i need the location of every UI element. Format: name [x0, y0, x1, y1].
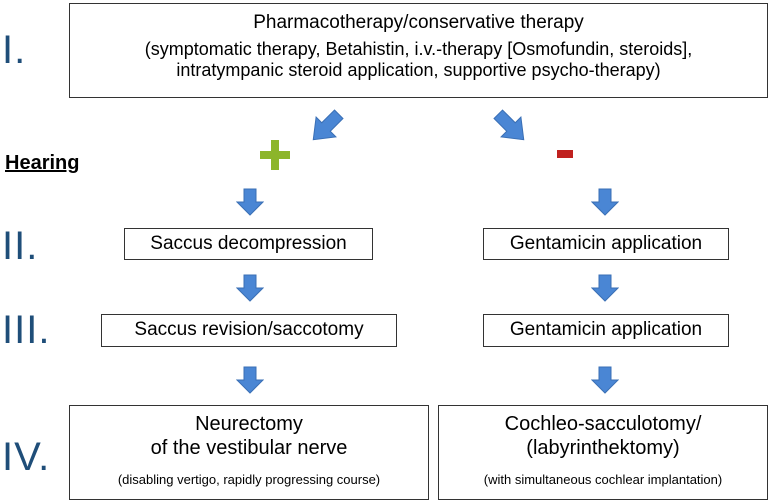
saccus-revision-box: Saccus revision/saccotomy [101, 314, 397, 347]
level-2-numeral: II. [2, 224, 39, 268]
pharmacotherapy-box: Pharmacotherapy/conservative therapy (sy… [69, 3, 768, 98]
down-arrow-right-2-icon [591, 274, 619, 302]
cochleo-sacculotomy-subtitle: (labyrinthektomy) [526, 437, 680, 459]
pharmacotherapy-title: Pharmacotherapy/conservative therapy [253, 12, 584, 33]
neurectomy-box: Neurectomy of the vestibular nerve (disa… [69, 405, 429, 500]
pharmacotherapy-detail-2: intratympanic steroid application, suppo… [176, 60, 661, 81]
cochleo-sacculotomy-note: (with simultaneous cochlear implantation… [483, 472, 723, 487]
level-1-numeral: I. [2, 28, 27, 72]
neurectomy-title: Neurectomy [195, 413, 303, 435]
down-arrow-left-1-icon [236, 188, 264, 216]
gentamicin-application-label-2: Gentamicin application [509, 233, 703, 254]
neurectomy-subtitle: of the vestibular nerve [150, 437, 348, 459]
neurectomy-note: (disabling vertigo, rapidly progressing … [117, 472, 381, 487]
down-arrow-right-3-icon [591, 366, 619, 394]
down-arrow-left-3-icon [236, 366, 264, 394]
pharmacotherapy-detail-1: (symptomatic therapy, Betahistin, i.v.-t… [144, 38, 693, 59]
gentamicin-application-label-3: Gentamicin application [509, 319, 703, 340]
saccus-revision-label: Saccus revision/saccotomy [134, 319, 364, 340]
minus-sign [557, 150, 573, 158]
plus-sign [260, 140, 290, 170]
down-arrow-left-2-icon [236, 274, 264, 302]
diagonal-arrow-right-icon [491, 107, 531, 147]
diagonal-arrow-left-icon [306, 107, 346, 147]
gentamicin-application-box-3: Gentamicin application [483, 314, 729, 347]
saccus-decompression-box: Saccus decompression [124, 228, 373, 260]
cochleo-sacculotomy-title: Cochleo-sacculotomy/ [504, 413, 702, 435]
level-4-numeral: IV. [2, 435, 51, 479]
hearing-label: Hearing [5, 152, 80, 174]
level-3-numeral: III. [2, 308, 51, 352]
saccus-decompression-label: Saccus decompression [150, 233, 347, 254]
gentamicin-application-box-2: Gentamicin application [483, 228, 729, 260]
cochleo-sacculotomy-box: Cochleo-sacculotomy/ (labyrinthektomy) (… [438, 405, 768, 500]
down-arrow-right-1-icon [591, 188, 619, 216]
